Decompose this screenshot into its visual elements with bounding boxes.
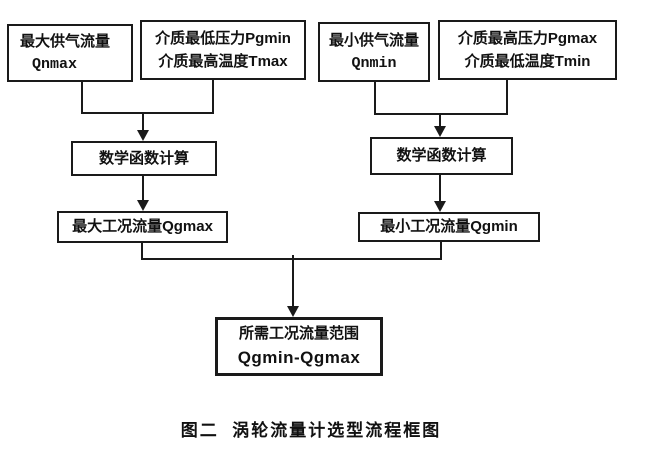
node-calc-left-label: 数学函数计算 (98, 149, 189, 167)
node-qnmax: 最大供气流量 Qnmax (7, 24, 133, 82)
node-calc-right-label: 数学函数计算 (396, 147, 487, 165)
node-qgmin: 最小工况流量Qgmin (358, 212, 540, 242)
arrowhead-into-calc-left (137, 130, 149, 141)
node-range-line1: 所需工况流量范围 (238, 324, 359, 342)
node-pgmin-tmax-line1: 介质最低压力Pgmin (155, 29, 291, 47)
node-qnmin-line1: 最小供气流量 (328, 31, 419, 49)
node-pgmin-tmax-line2: 介质最高温度Tmax (158, 53, 288, 70)
node-qgmax-label: 最大工况流量Qgmax (72, 218, 213, 236)
node-qgmax: 最大工况流量Qgmax (57, 211, 228, 243)
node-calc-left: 数学函数计算 (71, 141, 217, 176)
node-qgmin-label: 最小工况流量Qgmin (380, 218, 518, 236)
node-range-line2: Qgmin-Qgmax (237, 347, 361, 367)
node-qnmin: 最小供气流量 Qnmin (318, 22, 430, 82)
node-pgmax-tmin-line2: 介质最低温度Tmin (464, 53, 591, 70)
arrowhead-into-qgmin (434, 201, 446, 212)
node-qnmax-line2: Qnmax (32, 56, 78, 73)
figure-caption: 图二 涡轮流量计选型流程框图 (180, 421, 442, 440)
arrowhead-into-qgmax (137, 200, 149, 211)
arrowhead-into-range (287, 306, 299, 317)
node-calc-right: 数学函数计算 (370, 137, 513, 175)
node-range: 所需工况流量范围 Qgmin-Qgmax (215, 317, 383, 376)
node-pgmin-tmax: 介质最低压力Pgmin 介质最高温度Tmax (140, 20, 306, 80)
node-qnmax-line1: 最大供气流量 (20, 32, 111, 50)
node-pgmax-tmin: 介质最高压力Pgmax 介质最低温度Tmin (438, 20, 617, 80)
node-qnmin-line2: Qnmin (351, 55, 397, 72)
arrowhead-into-calc-right (434, 126, 446, 137)
node-pgmax-tmin-line1: 介质最高压力Pgmax (457, 29, 598, 47)
